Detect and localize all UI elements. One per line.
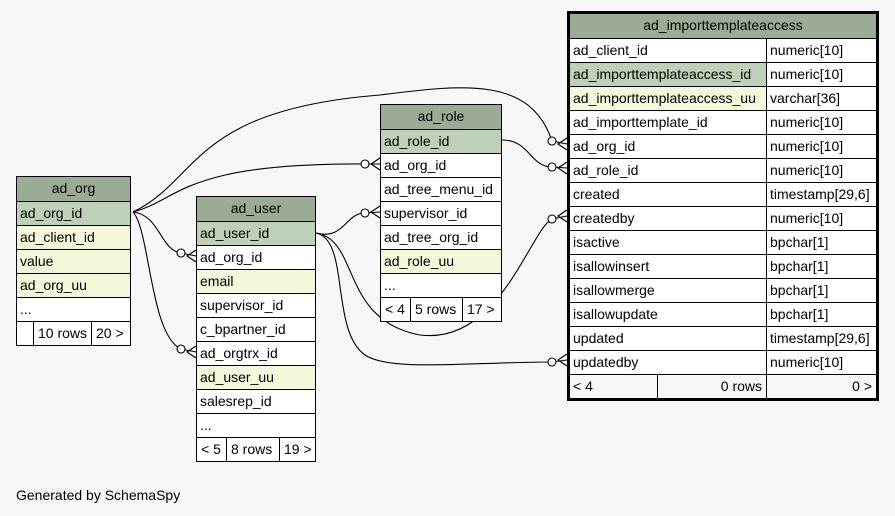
- table-ad-role[interactable]: ad_role ad_role_id ad_org_id ad_tree_men…: [380, 104, 502, 322]
- column-name[interactable]: ad_org_id: [20, 205, 83, 221]
- row-count: 0 rows: [658, 375, 767, 398]
- edge-user-ita-updatedby: [315, 232, 568, 366]
- edge-marker: [360, 208, 370, 218]
- prev-link[interactable]: < 5: [197, 438, 227, 461]
- edge-role-ita-role: [501, 139, 568, 169]
- column-type: numeric[10]: [770, 138, 844, 154]
- crowfoot: [557, 209, 568, 223]
- generated-by-caption: Generated by SchemaSpy: [16, 487, 181, 503]
- row-count: 5 rows: [411, 298, 463, 321]
- next-link[interactable]: 17 >: [467, 301, 495, 317]
- edge-org-user-orgtrx: [132, 211, 197, 353]
- next-link[interactable]: 19 >: [284, 441, 312, 457]
- column-type: numeric[10]: [770, 162, 844, 178]
- column-name[interactable]: updatedby: [570, 351, 767, 374]
- edge-marker: [547, 214, 557, 224]
- table-title[interactable]: ad_org: [17, 177, 130, 201]
- column-type: bpchar[1]: [770, 306, 829, 322]
- edge-marker: [176, 248, 186, 258]
- column-name[interactable]: isallowupdate: [570, 303, 767, 326]
- column-name[interactable]: isactive: [570, 231, 767, 254]
- column-name[interactable]: isallowinsert: [570, 255, 767, 278]
- edge-marker: [176, 344, 186, 354]
- column-type: numeric[10]: [770, 354, 844, 370]
- column-name[interactable]: ad_user_id: [200, 225, 270, 241]
- column-name[interactable]: ad_role_id: [384, 133, 450, 149]
- column-name[interactable]: ad_client_id: [570, 39, 767, 62]
- column-name[interactable]: email: [200, 273, 234, 289]
- table-ad-user[interactable]: ad_user ad_user_id ad_org_id email super…: [196, 196, 316, 462]
- column-name[interactable]: ad_org_id: [384, 157, 447, 173]
- column-name[interactable]: created: [570, 183, 767, 206]
- column-name[interactable]: ad_importtemplateaccess_uu: [570, 87, 767, 110]
- column-name[interactable]: ad_client_id: [20, 229, 95, 245]
- column-name[interactable]: isallowmerge: [570, 279, 767, 302]
- column-type: bpchar[1]: [770, 282, 829, 298]
- row-count: 10 rows: [34, 322, 92, 345]
- column-name[interactable]: ad_org_uu: [20, 277, 87, 293]
- column-name[interactable]: value: [20, 253, 54, 269]
- column-type: numeric[10]: [770, 42, 844, 58]
- row-count: 8 rows: [227, 438, 280, 461]
- crowfoot: [186, 249, 197, 263]
- table-title[interactable]: ad_importtemplateaccess: [570, 14, 876, 38]
- column-name[interactable]: ad_tree_menu_id: [384, 181, 493, 197]
- crowfoot: [186, 345, 197, 359]
- edge-marker: [547, 136, 557, 146]
- column-type: numeric[10]: [770, 210, 844, 226]
- next-link[interactable]: 20 >: [96, 325, 124, 341]
- crowfoot: [370, 205, 381, 219]
- column-type: timestamp[29,6]: [770, 330, 870, 346]
- crowfoot: [557, 353, 568, 367]
- crowfoot: [370, 157, 381, 171]
- column-type: numeric[10]: [770, 114, 844, 130]
- column-name[interactable]: updated: [570, 327, 767, 350]
- edge-marker: [547, 357, 557, 367]
- column-name[interactable]: ad_orgtrx_id: [200, 345, 278, 361]
- column-name[interactable]: supervisor_id: [384, 205, 468, 221]
- table-title[interactable]: ad_user: [197, 197, 315, 221]
- crowfoot: [557, 161, 568, 175]
- next-link: 0 >: [852, 378, 872, 394]
- column-type: numeric[10]: [770, 66, 844, 82]
- column-name[interactable]: ad_role_uu: [384, 253, 455, 269]
- prev-link[interactable]: < 4: [381, 298, 411, 321]
- column-type: varchar[36]: [770, 90, 841, 106]
- column-name[interactable]: supervisor_id: [200, 297, 284, 313]
- column-type: bpchar[1]: [770, 258, 829, 274]
- column-name[interactable]: createdby: [570, 207, 767, 230]
- column-name[interactable]: ad_importtemplate_id: [570, 111, 767, 134]
- edge-marker: [360, 159, 370, 169]
- edge-org-ita-org: [132, 87, 568, 213]
- table-ad-org[interactable]: ad_org ad_org_id ad_client_id value ad_o…: [16, 176, 131, 346]
- edge-org-role-org: [132, 163, 380, 213]
- column-more: ...: [200, 417, 212, 433]
- column-name[interactable]: salesrep_id: [200, 393, 272, 409]
- column-name[interactable]: ad_user_uu: [200, 369, 274, 385]
- column-name[interactable]: ad_org_id: [200, 249, 263, 265]
- prev-link: [17, 322, 34, 345]
- column-name[interactable]: c_bpartner_id: [200, 321, 286, 337]
- column-name[interactable]: ad_role_id: [570, 159, 767, 182]
- edge-user-ita-createdby: [315, 215, 568, 336]
- column-more: ...: [20, 301, 32, 317]
- table-title[interactable]: ad_role: [381, 105, 501, 129]
- edge-user-role-supervisor: [315, 211, 381, 235]
- column-name[interactable]: ad_tree_org_id: [384, 229, 479, 245]
- column-type: bpchar[1]: [770, 234, 829, 250]
- column-name[interactable]: ad_importtemplateaccess_id: [570, 63, 767, 86]
- column-name[interactable]: ad_org_id: [570, 135, 767, 158]
- prev-link[interactable]: < 4: [570, 375, 658, 398]
- crowfoot: [557, 137, 568, 151]
- edge-marker: [547, 162, 557, 172]
- column-type: timestamp[29,6]: [770, 186, 870, 202]
- column-more: ...: [384, 277, 396, 293]
